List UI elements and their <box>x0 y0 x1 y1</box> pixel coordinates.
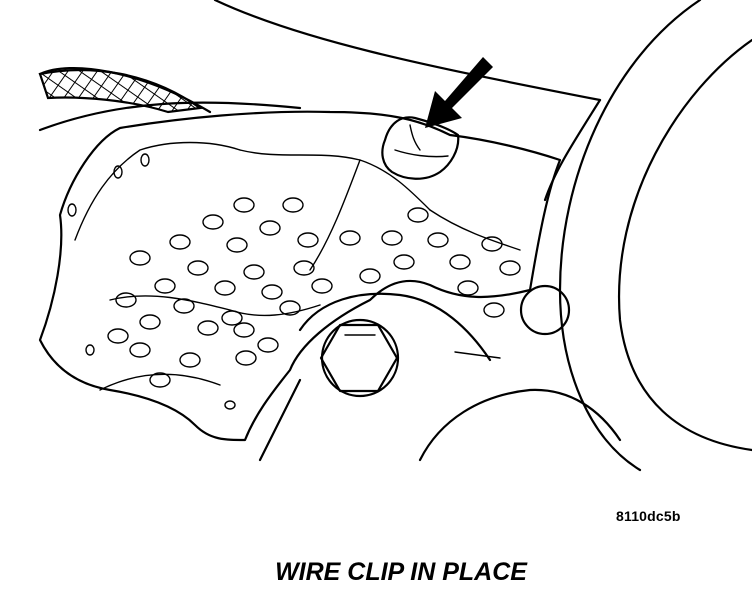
dimple <box>481 236 503 252</box>
dimple <box>115 292 137 308</box>
mesh-hose <box>38 68 203 114</box>
dimple <box>154 278 176 294</box>
dimple <box>483 302 505 318</box>
dimple <box>169 234 191 250</box>
dimple <box>282 197 304 213</box>
dimple <box>226 237 248 253</box>
heat-shield-dimples <box>107 197 521 388</box>
dimple <box>279 300 301 316</box>
mounting-bracket <box>258 292 622 462</box>
dimple <box>499 260 521 276</box>
dimple <box>173 298 195 314</box>
dimple <box>197 320 219 336</box>
dimple <box>359 268 381 284</box>
dimple <box>381 230 403 246</box>
cylindrical-component <box>543 0 752 472</box>
dimple <box>179 352 201 368</box>
dimple <box>233 322 255 338</box>
dimple <box>107 328 129 344</box>
dimple <box>457 280 479 296</box>
hex-bolt <box>319 318 400 398</box>
dimple <box>311 278 333 294</box>
wire-clip-illustration <box>38 0 752 472</box>
arrow-down-left-icon <box>425 57 493 128</box>
dimple <box>221 310 243 326</box>
dimple <box>243 264 265 280</box>
dimple <box>427 232 449 248</box>
dimple <box>233 197 255 213</box>
dimple <box>293 260 315 276</box>
dimple <box>149 372 171 388</box>
dimple <box>187 260 209 276</box>
rear-bolt <box>519 284 571 336</box>
wire-clip <box>381 116 460 180</box>
dimple <box>449 254 471 270</box>
figure-reference-code: 8110dc5b <box>616 508 681 524</box>
background-outlines <box>38 0 602 132</box>
dimple <box>407 207 429 223</box>
dimple <box>339 230 361 246</box>
dimple <box>214 280 236 296</box>
mounting-holes <box>67 153 236 410</box>
dimple <box>261 284 283 300</box>
heat-shield <box>38 110 562 442</box>
dimple <box>297 232 319 248</box>
dimple <box>129 250 151 266</box>
dimple <box>202 214 224 230</box>
dimple <box>129 342 151 358</box>
figure-caption: WIRE CLIP IN PLACE <box>275 558 527 586</box>
dimple <box>235 350 257 366</box>
dimple <box>139 314 161 330</box>
dimple <box>393 254 415 270</box>
dimple <box>257 337 279 353</box>
dimple <box>259 220 281 236</box>
